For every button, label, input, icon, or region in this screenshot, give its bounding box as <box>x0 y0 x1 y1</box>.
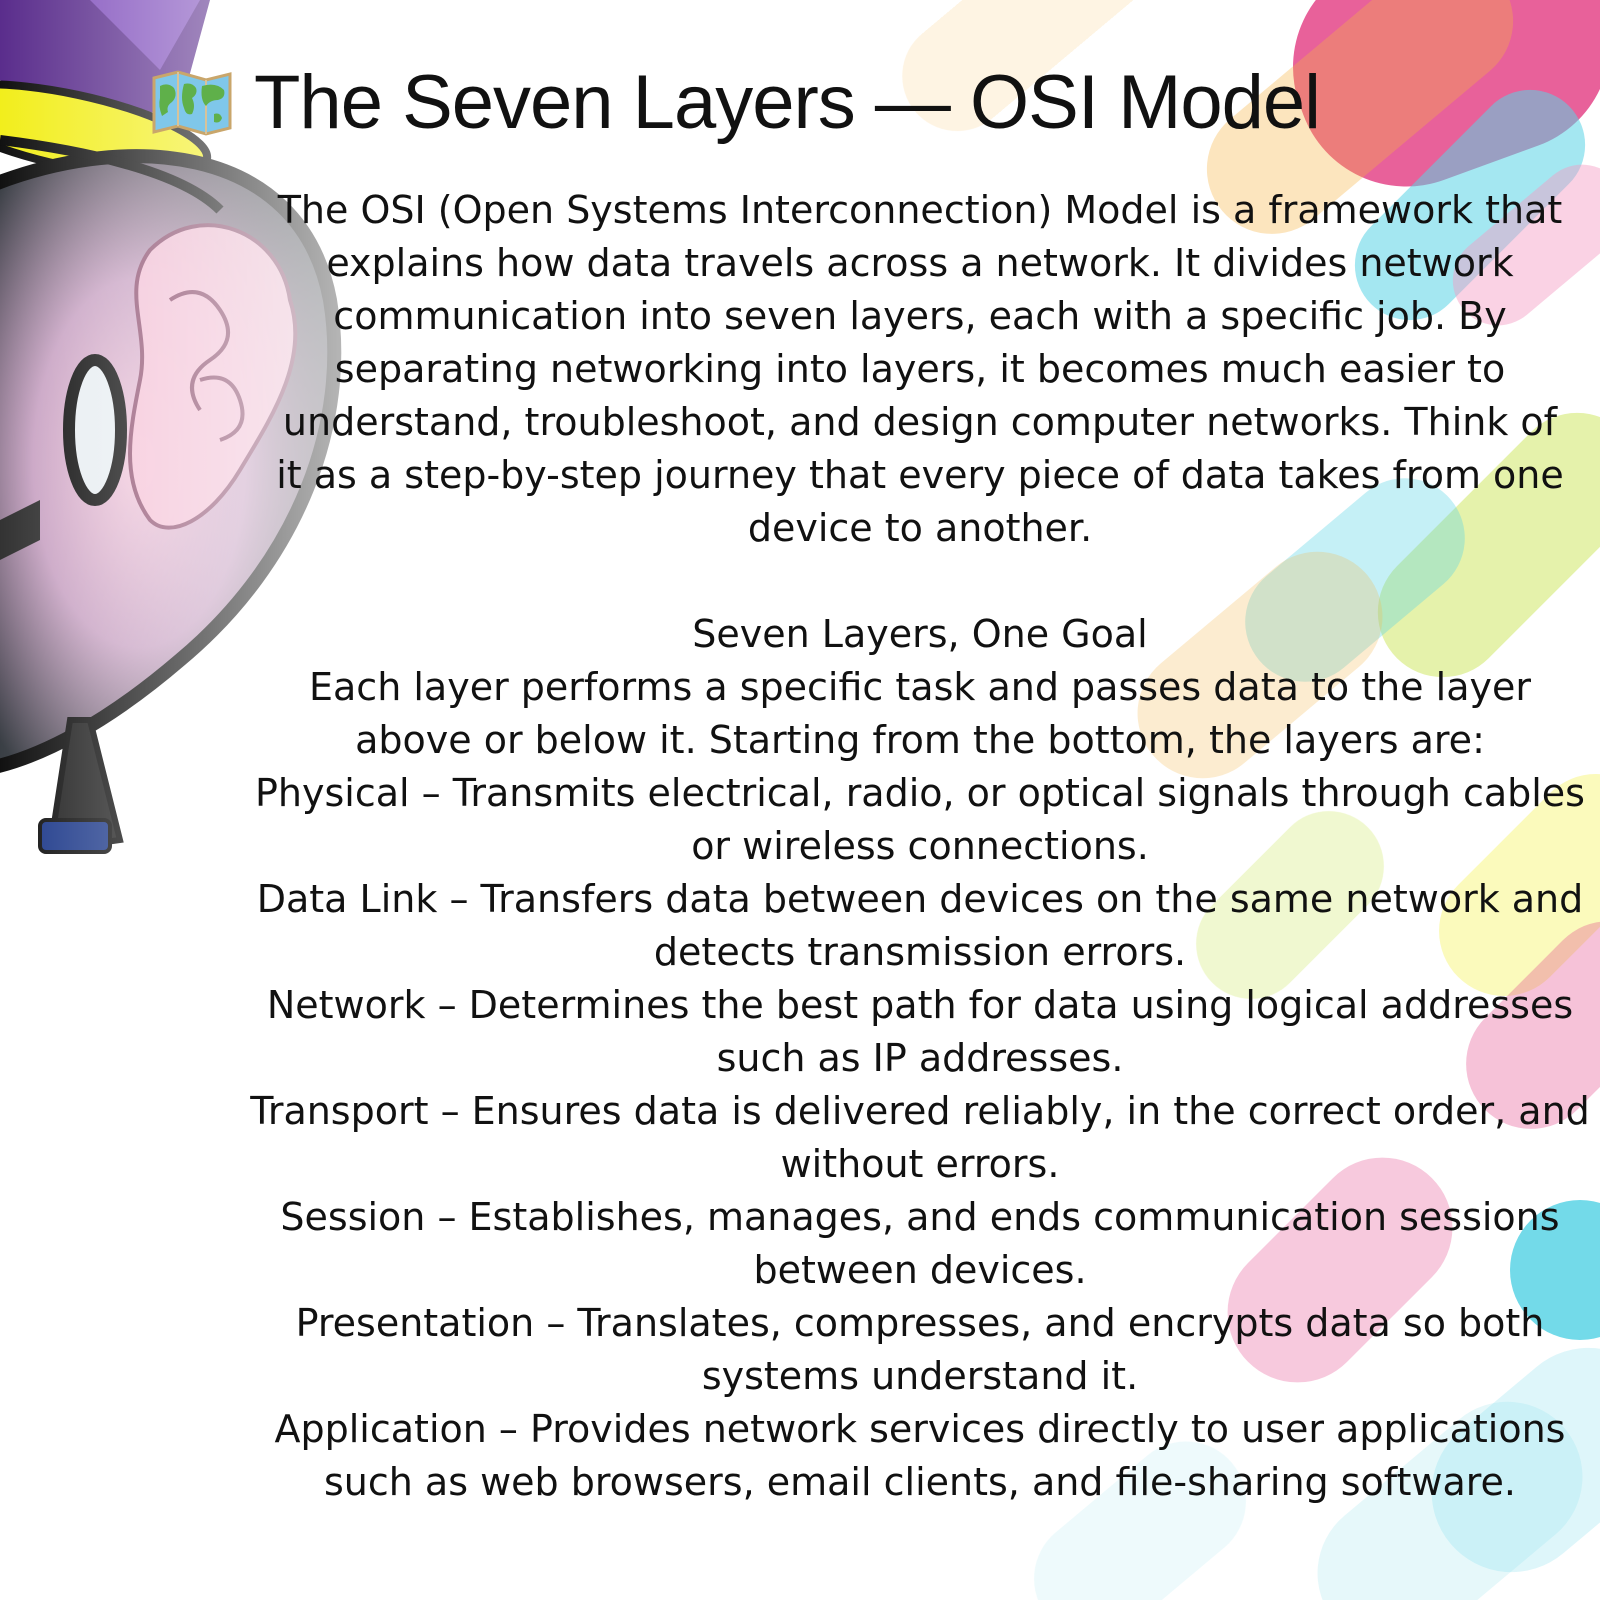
content: The OSI (Open Systems Interconnection) M… <box>250 184 1590 1509</box>
title-bar: The Seven Layers — OSI Model <box>150 58 1450 148</box>
layer-data-link: Data Link – Transfers data between devic… <box>256 877 1584 974</box>
decorative-pill-shapes <box>902 0 1600 1600</box>
spacer <box>250 555 1590 608</box>
layer-transport: Transport – Ensures data is delivered re… <box>250 1089 1590 1186</box>
section-lead: Each layer performs a specific task and … <box>309 665 1531 762</box>
intro-paragraph: The OSI (Open Systems Interconnection) M… <box>276 188 1564 550</box>
layer-network: Network – Determines the best path for d… <box>266 983 1574 1080</box>
layer-application: Application – Provides network services … <box>274 1407 1566 1504</box>
world-map-icon <box>152 70 232 136</box>
page-title: The Seven Layers — OSI Model <box>254 60 1321 145</box>
layer-session: Session – Establishes, manages, and ends… <box>280 1195 1560 1292</box>
illustration-device <box>0 0 420 900</box>
layer-physical: Physical – Transmits electrical, radio, … <box>255 771 1585 868</box>
section-heading: Seven Layers, One Goal <box>692 612 1148 656</box>
layer-presentation: Presentation – Translates, compresses, a… <box>295 1301 1545 1398</box>
